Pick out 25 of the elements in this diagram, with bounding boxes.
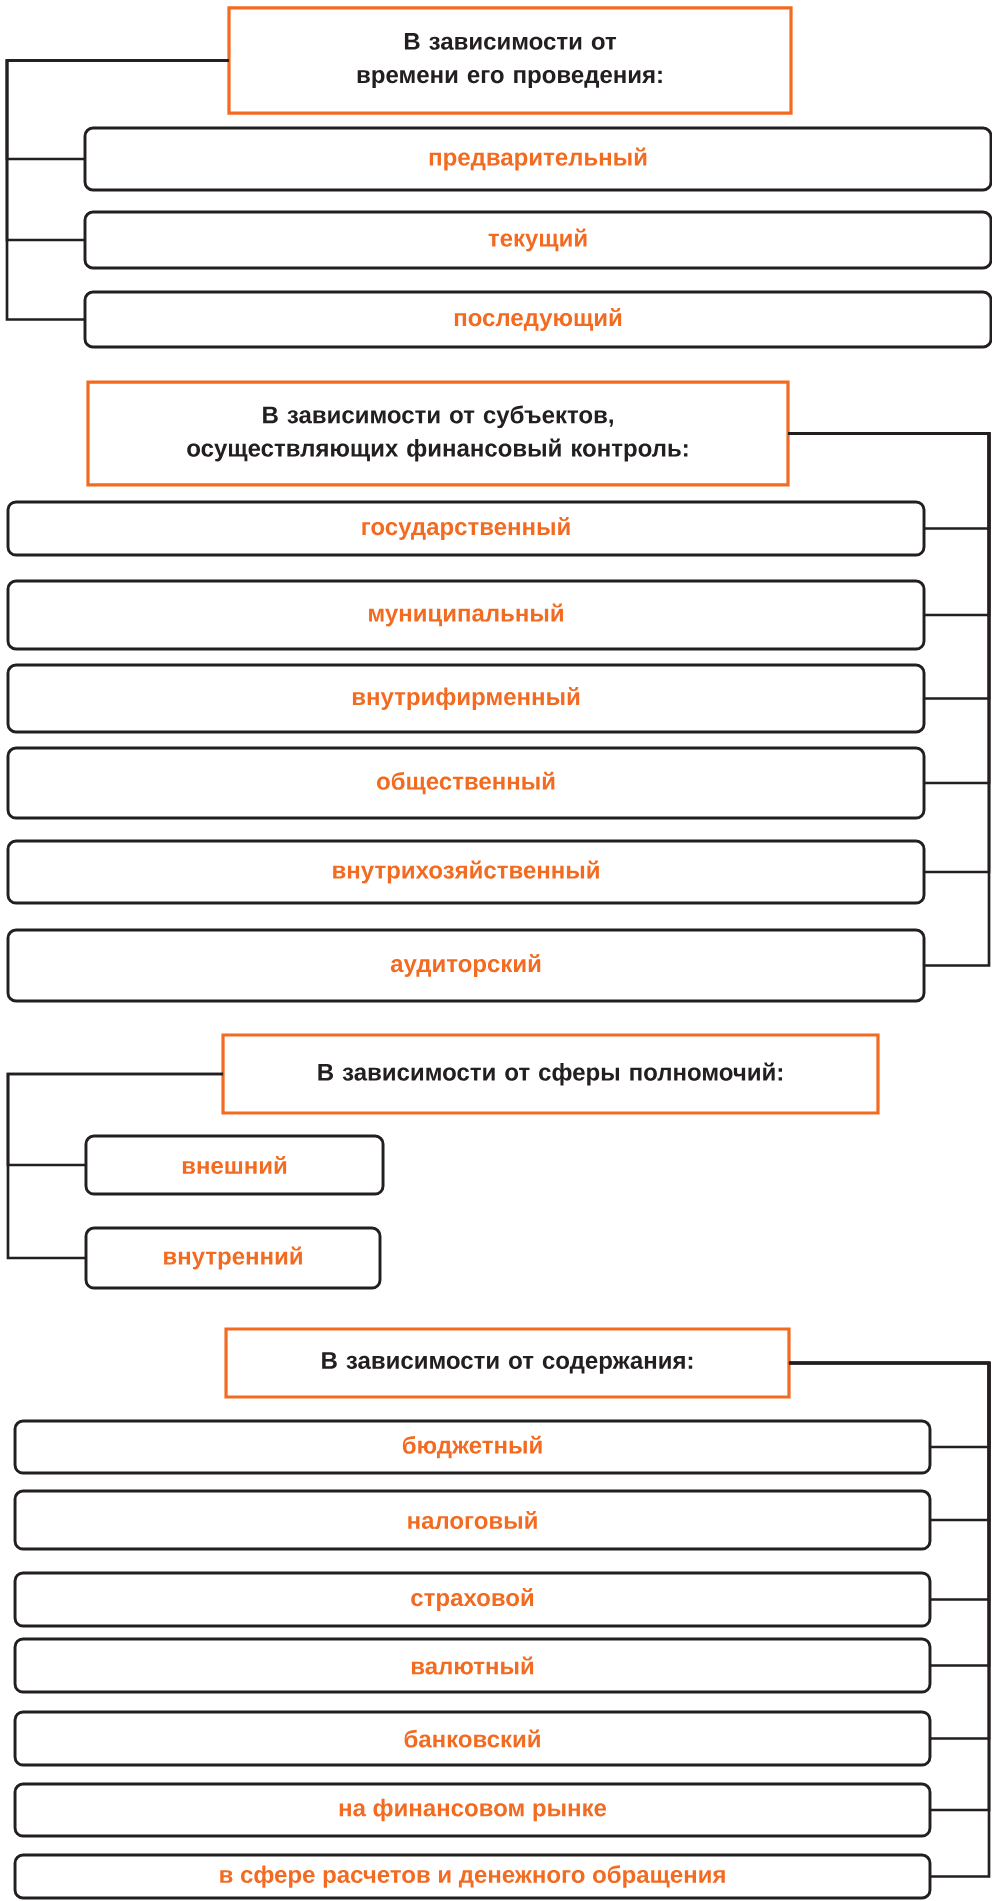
type-box: внешний xyxy=(84,1134,385,1196)
type-box: предварительный xyxy=(83,126,992,192)
type-box: последующий xyxy=(83,290,992,349)
category-box: В зависимости от содержания: xyxy=(224,1327,791,1399)
connector-line xyxy=(5,59,229,321)
type-box: валютный xyxy=(13,1637,932,1694)
type-box: муниципальный xyxy=(6,579,926,651)
type-box: внутренний xyxy=(84,1226,382,1290)
type-box: внутрифирменный xyxy=(6,663,926,734)
type-box: на финансовом рынке xyxy=(13,1782,932,1838)
type-box: страховой xyxy=(13,1571,932,1628)
type-box: внутрихозяйственный xyxy=(6,839,926,905)
category-box: В зависимости от времени его проведения: xyxy=(227,6,793,115)
type-box: текущий xyxy=(83,210,992,270)
type-box: в сфере расчетов и денежного обращения xyxy=(13,1853,932,1900)
category-box: В зависимости от субъектов, осуществляющих финансовый контроль: xyxy=(86,380,790,487)
type-box: общественный xyxy=(6,746,926,820)
category-box: В зависимости от сферы полномочий: xyxy=(221,1033,880,1115)
type-box: налоговый xyxy=(13,1489,932,1551)
type-box: аудиторский xyxy=(6,928,926,1003)
connector-line xyxy=(788,432,991,967)
type-box: банковский xyxy=(13,1710,932,1767)
type-box: государственный xyxy=(6,500,926,557)
type-box: бюджетный xyxy=(13,1419,932,1475)
connector-line xyxy=(6,1072,224,1260)
